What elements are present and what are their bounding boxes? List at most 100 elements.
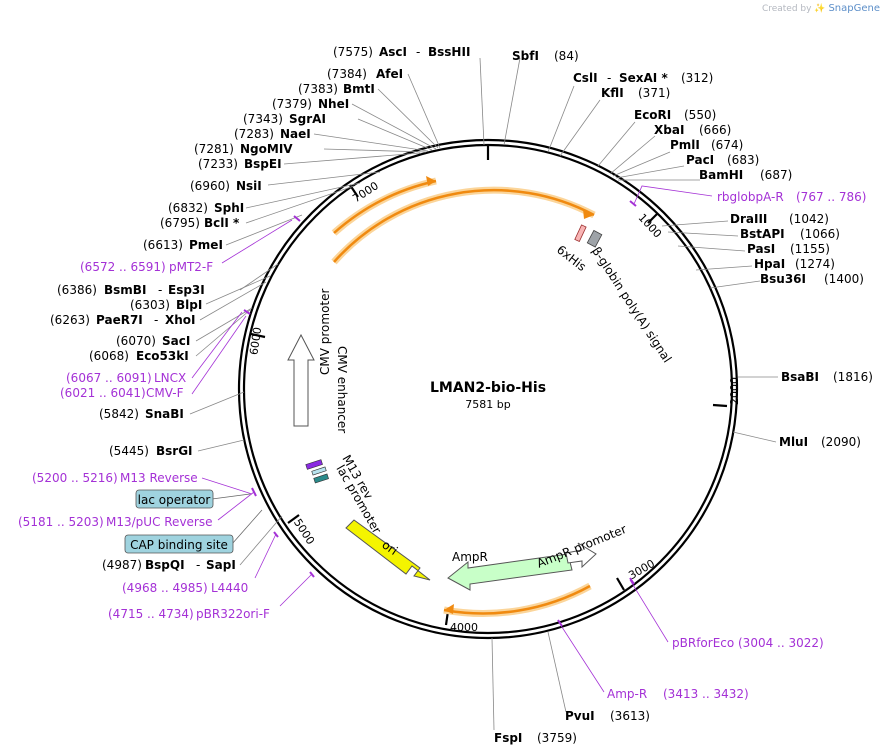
enzyme-name2-sexAI: SexAI * xyxy=(619,71,668,85)
enzyme-name-kflI: KflI xyxy=(601,86,624,100)
enzyme-name-snaBI: SnaBI xyxy=(145,407,184,421)
lac-operator-label: lac operator xyxy=(138,493,211,507)
primer-range-cmv-f: (6021 .. 6041) xyxy=(60,386,146,400)
primer-range-L4440: (4968 .. 4985) xyxy=(122,581,208,595)
plasmid-length: 7581 bp xyxy=(465,398,510,411)
connector-L4440 xyxy=(254,533,277,579)
connector-nheI xyxy=(351,103,437,150)
enzyme-sep-paeR7I: - xyxy=(154,313,158,327)
enzyme-pos-bstAPI: (1066) xyxy=(800,227,840,241)
tick-label-2000: 2000 xyxy=(728,377,741,405)
connector-mluI xyxy=(732,431,777,443)
credit-prefix: Created by xyxy=(761,4,812,14)
primer-mark-pBR322ori-F xyxy=(309,571,315,578)
connector-cmv-f xyxy=(191,315,247,395)
connector-blpI xyxy=(205,275,271,305)
cmv-promoter-arrow xyxy=(287,333,315,427)
m13-rev-feature xyxy=(305,459,323,470)
primer-name-rbglobpA-R: rbglobpA-R xyxy=(717,190,784,204)
enzyme-pos-eco53kI: (6068) xyxy=(89,349,129,363)
enzyme-pos-sacI: (6070) xyxy=(116,334,156,348)
plasmid-name: LMAN2-bio-His xyxy=(430,380,546,396)
connector-nsiI xyxy=(267,171,381,186)
enzyme-name-eco53kI: Eco53kI xyxy=(136,349,189,363)
orf-arc-1 xyxy=(333,179,437,234)
connector-amp-R xyxy=(559,623,605,693)
enzyme-pos-bsrGI: (5445) xyxy=(109,444,149,458)
primer-range-pBRforEco: (3004 .. 3022) xyxy=(738,636,824,650)
enzyme-pos-xbaI: (666) xyxy=(699,123,731,137)
enzyme-sep-bsmBI: - xyxy=(158,283,162,297)
primer-name-pBRforEco: pBRforEco xyxy=(672,636,734,650)
primer-mark-pMT2-F xyxy=(293,215,301,222)
primer-connectors xyxy=(191,185,713,693)
enzyme-name-bspQI: BspQI xyxy=(145,558,185,572)
enzyme-pos-afeI: (7384) xyxy=(327,67,367,81)
enzyme-name-paeR7I: PaeR7I xyxy=(96,313,143,327)
enzyme-pos-kflI: (371) xyxy=(638,86,670,100)
orf-arc-2 xyxy=(333,188,595,263)
connector-eco53kI xyxy=(195,309,251,357)
enzyme-name-pasI: PasI xyxy=(747,242,775,256)
enzyme-name2-sapI: SapI xyxy=(206,558,236,572)
enzyme-name-afeI: AfeI xyxy=(376,67,403,81)
tick-label-6000: 6000 xyxy=(247,326,264,356)
connector-pMT2-F xyxy=(221,219,293,264)
cap-binding-site-label: CAP binding site xyxy=(130,538,228,552)
enzyme-name-nheI: NheI xyxy=(318,97,349,111)
orf-arc-1-arrowhead xyxy=(426,176,436,186)
enzyme-pos-sphI: (6832) xyxy=(168,201,208,215)
connector-lncx xyxy=(191,311,243,379)
enzyme-name-mluI: MluI xyxy=(779,435,808,449)
enzyme-name-bamHI: BamHI xyxy=(699,168,743,182)
enzyme-name-pmlI: PmlI xyxy=(670,138,700,152)
connector-pasI xyxy=(677,245,746,252)
connector-pacI xyxy=(615,165,685,179)
enzyme-name-ngoMIV: NgoMIV xyxy=(240,142,293,156)
enzyme-pos-draIII: (1042) xyxy=(789,212,829,226)
primer-range-amp-R: (3413 .. 3432) xyxy=(663,687,749,701)
enzyme-pos-pmeI: (6613) xyxy=(143,238,183,252)
enzyme-name2-bssHII: BssHII xyxy=(428,45,470,59)
connector-pBRforEco xyxy=(629,579,669,643)
enzyme-pos-ngoMIV: (7281) xyxy=(194,142,234,156)
connector-fspI xyxy=(491,637,495,731)
connector-sphI xyxy=(245,182,361,209)
primer-name-m13-reverse: M13 Reverse xyxy=(120,471,198,485)
enzyme-pos-ascI: (7575) xyxy=(333,45,373,59)
enzyme-pos-blpI: (6303) xyxy=(130,298,170,312)
enzyme-name-sphI: SphI xyxy=(214,201,244,215)
primer-name-pMT2-F: pMT2-F xyxy=(169,260,213,274)
connector-ngoMIV xyxy=(323,148,427,153)
enzyme-pos-bamHI: (687) xyxy=(760,168,792,182)
his-tag-label: 6xHis xyxy=(554,242,589,274)
polya-signal-feature xyxy=(586,229,603,248)
ampr-arrow xyxy=(447,553,573,591)
enzyme-pos-nsiI: (6960) xyxy=(190,179,230,193)
orf-arc-3-glow xyxy=(443,582,592,617)
enzyme-sep-cslI: - xyxy=(607,71,611,85)
cmv-promoter-label: CMV promoter xyxy=(318,288,332,375)
connector-ecoRI xyxy=(597,121,636,167)
primer-range-pMT2-F: (6572 .. 6591) xyxy=(80,260,166,274)
connector-lac-operator xyxy=(211,493,251,500)
lac-operator-feature xyxy=(311,466,327,476)
enzyme-name-bsrGI: BsrGI xyxy=(156,444,193,458)
enzyme-name-bmtI: BmtI xyxy=(343,82,375,96)
tick-label-4000: 4000 xyxy=(450,621,478,634)
tick-6000 xyxy=(250,332,266,339)
tick-1000 xyxy=(647,212,659,224)
connector-naeI xyxy=(313,133,429,152)
ori-arrow xyxy=(345,519,431,581)
enzyme-name-bspEI: BspEI xyxy=(244,157,282,171)
enzyme-name-ecoRI: EcoRI xyxy=(634,108,671,122)
connector-cslI xyxy=(547,85,575,153)
enzyme-name2-esp3I: Esp3I xyxy=(168,283,205,297)
enzyme-pos-pacI: (683) xyxy=(727,153,759,167)
ampr-promoter-arrow xyxy=(565,542,597,569)
connector-m13-puc-reverse xyxy=(217,491,255,521)
primer-range-lncx: (6067 .. 6091) xyxy=(66,371,152,385)
enzyme-name2-xhoI: XhoI xyxy=(165,313,196,327)
enzyme-pos-hpaI: (1274) xyxy=(795,257,835,271)
